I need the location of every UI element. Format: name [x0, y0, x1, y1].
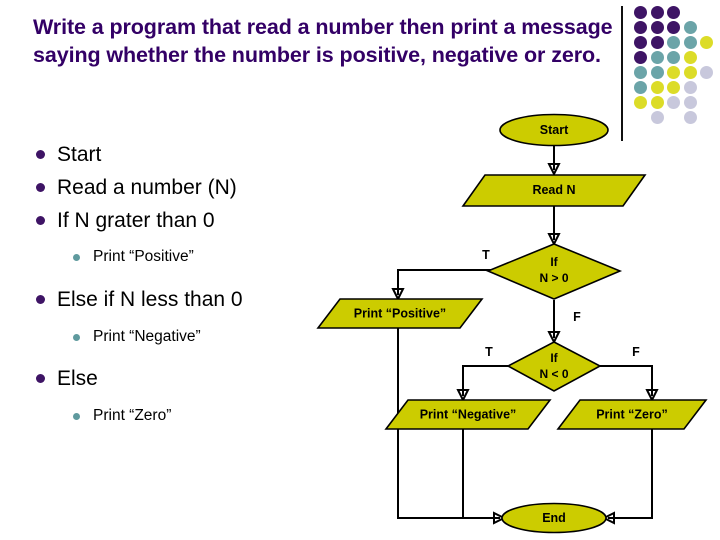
decorative-divider-line: [621, 6, 623, 141]
bullet-marker-icon: [73, 413, 80, 420]
decoration-dot: [683, 36, 697, 49]
decoration-dot: [667, 6, 680, 19]
edge-label-if-gt-true: T: [482, 248, 490, 262]
decoration-dot: [650, 21, 664, 34]
flow-node-if-n-gt-0-line1: If: [550, 255, 558, 269]
flow-node-if-n-lt-0-line1: If: [550, 351, 558, 365]
decoration-dot: [634, 66, 647, 79]
edge-label-if-gt-false: F: [573, 310, 581, 324]
decoration-dot: [650, 81, 664, 94]
bullet-marker-icon: [36, 150, 45, 159]
outline-item-level2: Print “Positive”: [36, 246, 366, 268]
edge-print-zero-to-end: [608, 429, 653, 519]
decoration-dot: [667, 81, 680, 94]
decoration-dot: [650, 51, 664, 64]
flow-node-read-n[interactable]: Read N: [461, 174, 647, 207]
flow-node-if-n-lt-0-line2: N < 0: [539, 367, 568, 381]
outline-item-level1: Read a number (N): [36, 173, 366, 203]
edge-if-lt-true-to-print-negative: [462, 365, 508, 396]
decoration-dot: [667, 66, 680, 79]
bullet-marker-icon: [36, 215, 45, 225]
edge-print-negative-to-end: [462, 429, 500, 519]
outline-spacer: [36, 318, 366, 326]
outline-item-label: Print “Zero”: [93, 407, 172, 424]
flow-node-end-label: End: [542, 511, 566, 525]
page-title: Write a program that read a number then …: [33, 15, 613, 67]
decoration-dot: [634, 6, 647, 19]
decoration-dot: [650, 6, 664, 19]
decoration-dot: [683, 21, 697, 34]
flow-node-print-negative-label: Print “Negative”: [420, 407, 517, 421]
outline-item-label: If N grater than 0: [57, 208, 215, 232]
flow-node-if-n-gt-0-line2: N > 0: [539, 271, 568, 285]
flow-node-read-n-label: Read N: [532, 183, 575, 197]
decoration-dot: [667, 51, 680, 64]
outline-spacer: [36, 238, 366, 246]
decoration-dot: [634, 81, 647, 94]
decoration-dot: [634, 96, 647, 109]
flow-node-print-positive[interactable]: Print “Positive”: [316, 298, 484, 329]
dot-grid-decoration: [634, 6, 720, 124]
decoration-dot: [683, 66, 697, 79]
flow-node-print-zero[interactable]: Print “Zero”: [556, 399, 708, 430]
decoration-dot: [683, 96, 697, 109]
bullet-marker-icon: [73, 254, 80, 262]
edge-if-lt-false-to-print-zero: [600, 365, 653, 396]
flowchart-edge-labels: T F T F: [482, 248, 640, 359]
flow-node-start[interactable]: Start: [499, 113, 609, 147]
edge-label-if-lt-false: F: [632, 345, 640, 359]
decoration-dot: [683, 111, 697, 124]
flow-node-if-n-less-than-zero[interactable]: If N < 0: [506, 341, 602, 392]
outline-item-level2: Print “Negative”: [36, 326, 366, 348]
outline-item-label: Else if N less than 0: [57, 287, 243, 311]
outline-item-level1: If N grater than 0: [36, 206, 366, 236]
decoration-dot: [700, 36, 713, 49]
outline-spacer: [36, 351, 366, 364]
flow-node-if-n-greater-than-zero[interactable]: If N > 0: [485, 243, 623, 300]
outline-item-label: Print “Positive”: [93, 248, 194, 266]
outline-item-level1: Else: [36, 364, 366, 394]
decoration-dot: [667, 36, 680, 49]
outline-item-label: Print “Negative”: [93, 327, 201, 345]
outline-item-label: Read a number (N): [57, 175, 237, 199]
bullet-marker-icon: [36, 294, 45, 304]
outline-item-label: Else: [57, 367, 98, 391]
bullet-marker-icon: [73, 333, 80, 341]
outline-item-level1: Start: [36, 140, 366, 170]
flow-node-print-zero-label: Print “Zero”: [596, 407, 668, 421]
decoration-dot: [634, 36, 647, 49]
decoration-dot: [667, 21, 680, 34]
decoration-dot: [650, 111, 664, 124]
outline-spacer: [36, 397, 366, 405]
outline-item-level2: Print “Zero”: [36, 405, 366, 427]
edge-label-if-lt-true: T: [485, 345, 493, 359]
decoration-dot: [634, 51, 647, 64]
decoration-dot: [650, 66, 664, 79]
flow-node-print-negative[interactable]: Print “Negative”: [384, 399, 552, 430]
outline-item-level1: Else if N less than 0: [36, 285, 366, 315]
flow-node-start-label: Start: [540, 123, 569, 137]
decoration-dot: [650, 36, 664, 49]
decoration-dot: [667, 96, 680, 109]
flow-node-print-positive-label: Print “Positive”: [354, 306, 446, 320]
bullet-marker-icon: [36, 182, 45, 192]
decoration-dot: [683, 51, 697, 64]
bullet-marker-icon: [36, 374, 45, 384]
decoration-dot: [683, 81, 697, 94]
decoration-dot: [700, 66, 713, 79]
decoration-dot: [634, 21, 647, 34]
decoration-dot: [650, 96, 664, 109]
edge-if-gt-true-to-print-positive: [397, 269, 492, 295]
flow-node-end[interactable]: End: [501, 502, 607, 534]
outline-spacer: [36, 272, 366, 285]
outline-item-label: Start: [57, 143, 102, 166]
